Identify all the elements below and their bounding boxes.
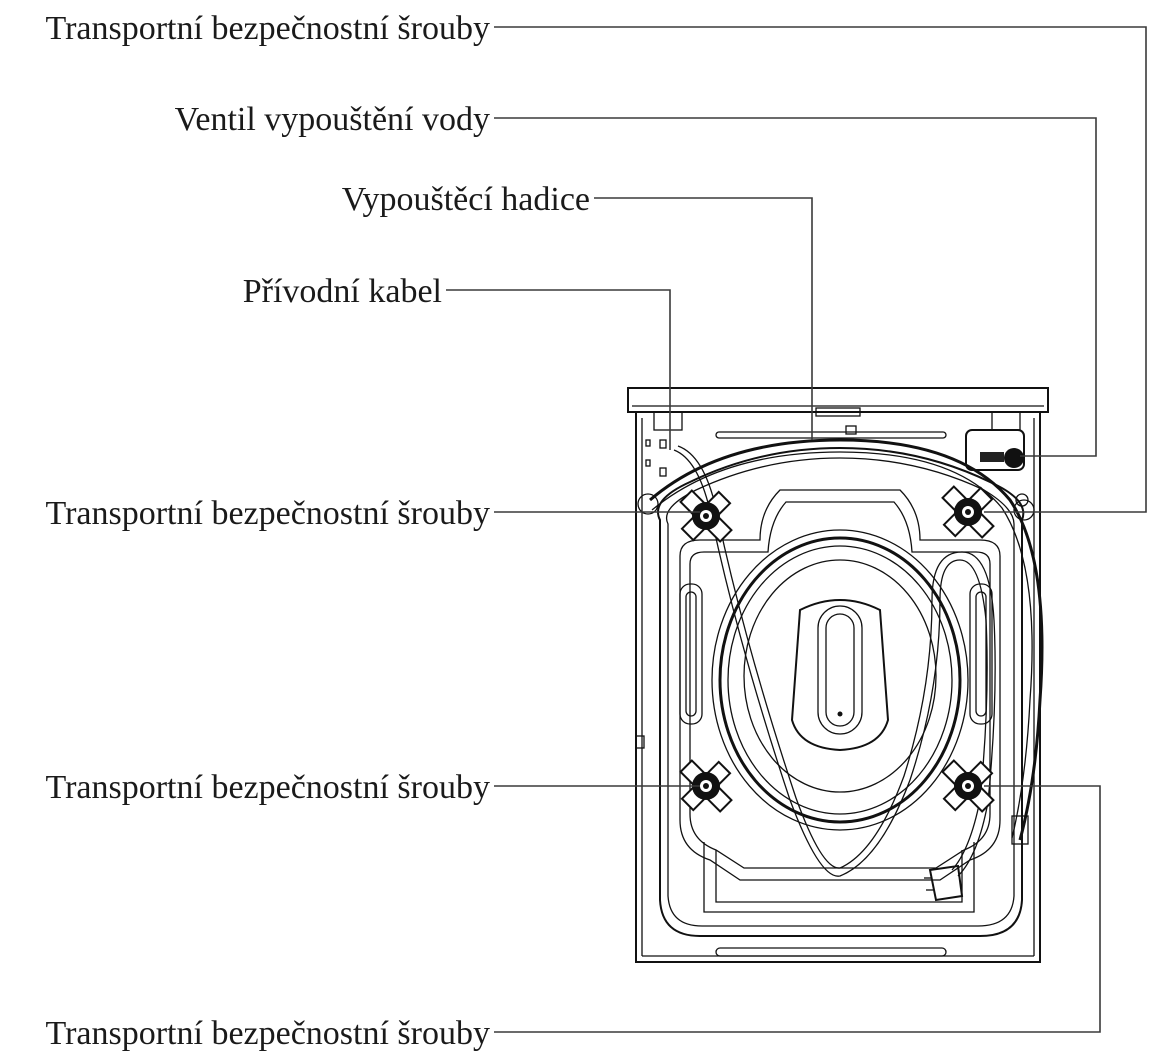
center-plate: [790, 599, 890, 752]
leader-lower-right-screw: [494, 785, 1101, 1033]
screw-bottom-left: [679, 759, 733, 813]
drum-back: [711, 529, 969, 831]
label-top-right-screw: Transportní bezpečnostní šrouby: [46, 10, 490, 47]
label-lower-left-screw: Transportní bezpečnostní šrouby: [46, 769, 490, 806]
screw-top-left: [679, 489, 733, 543]
label-drain-valve: Ventil vypouštění vody: [175, 101, 490, 138]
callout-labels: Transportní bezpečnostní šrouby Ventil v…: [46, 10, 590, 1052]
power-cable-route: [673, 449, 988, 877]
left-side-slot: [679, 583, 703, 725]
leader-power-cable: [446, 289, 671, 450]
leader-lines: [446, 26, 1147, 1033]
drain-hose-loop: [649, 438, 1044, 841]
power-plug: [928, 864, 964, 902]
leader-drain-hose: [594, 197, 813, 440]
inner-frame: [679, 489, 1001, 881]
leader-top-right-screw: [494, 26, 1147, 513]
leader-drain-valve: [494, 117, 1097, 457]
right-side-slot: [969, 583, 993, 725]
label-power-cable: Přívodní kabel: [243, 273, 442, 310]
screw-top-right: [941, 485, 995, 539]
washing-machine-back-view: [627, 387, 1049, 963]
top-lid: [627, 387, 1049, 413]
label-drain-hose: Vypouštěcí hadice: [342, 181, 590, 218]
screw-bottom-right: [941, 759, 995, 813]
label-upper-left-screw: Transportní bezpečnostní šrouby: [46, 495, 490, 532]
label-lower-right-screw: Transportní bezpečnostní šrouby: [46, 1015, 490, 1052]
drain-valve-body: [965, 429, 1025, 471]
rear-panel-outline: [657, 446, 1025, 937]
